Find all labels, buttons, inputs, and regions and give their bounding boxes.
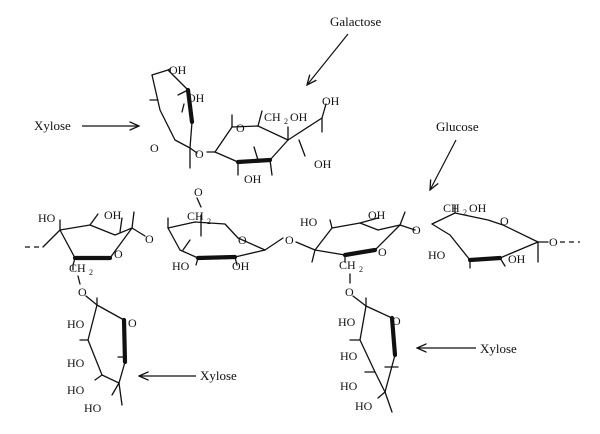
label-xylose-bottom-right: Xylose [480,341,517,356]
glucose-2-ring-oxygen: O [238,233,247,247]
glucose-4-ch2-subscript: 2 [463,208,467,217]
galactose-c4-oh: OH [322,94,340,108]
xylose-top-glycosidic-oxygen: O [195,147,204,161]
label-glucose: Glucose [436,119,479,134]
xylose-top-link-oxygen: O [194,185,203,199]
galactose-ring-oxygen: O [236,121,245,135]
label-xylose-top: Xylose [34,118,71,133]
glucose-1-c3-oh: HO [38,211,56,225]
xylose-bottom-left-ring [79,297,128,406]
xylose-top-ring [149,68,198,169]
xylose-bottom-left-c4-oh: HO [67,383,85,397]
galactose-ch2-group: CH [264,110,281,124]
xylose-top-c4-oh: OH [169,63,187,77]
xylose-top-ring-oxygen: O [150,141,159,155]
glucose-3-c3-oh: HO [300,215,318,229]
backbone-glucose-4 [431,204,580,269]
galactose-c3-oh: OH [314,157,332,171]
xylose-bottom-left-c4b-oh: HO [84,401,102,415]
glucose-1-glycosidic-oxygen: O [145,232,154,246]
glucose-2-ch2: CH [187,209,204,223]
glucose-2-c2-oh: OH [232,259,250,273]
xylose-bottom-right-ring-oxygen: O [392,314,401,328]
label-xylose-bottom-left: Xylose [200,368,237,383]
galactose-ring [206,103,327,176]
glucose-4-c2-oh: OH [508,252,526,266]
glucose-1-ch2: CH [69,261,86,275]
glucose-1-link-oxygen: O [78,285,87,299]
xylose-bottom-left-ring-oxygen: O [128,316,137,330]
xylose-bottom-right-c4-oh: HO [340,379,358,393]
glucose-3-glycosidic-oxygen: O [412,223,421,237]
backbone-glucose-3 [295,211,416,263]
glucose-1-ring-oxygen: O [114,247,123,261]
glucose-3-ch2-subscript: 2 [359,265,363,274]
xylose-bottom-left-c2-oh: HO [67,317,85,331]
glucose-4-ch2oh-oh: OH [469,201,487,215]
xylose-bottom-right-ring [349,297,399,413]
arrow-glucose [430,139,457,190]
glucose-4-c3-oh: HO [428,248,446,262]
arrow-galactose [307,33,349,85]
galactose-ch2oh-oh: OH [290,110,308,124]
xylose-bottom-right-c3-oh: HO [340,349,358,363]
backbone-glucose-1 [25,211,146,266]
glucose-1-c2-oh: OH [104,208,122,222]
xylose-bottom-right-c2-oh: HO [338,315,356,329]
glucose-3-ring-oxygen: O [378,245,387,259]
glucose-3-link-oxygen: O [345,285,354,299]
glucose-2-ch2-subscript: 2 [207,217,211,226]
xylose-bottom-right-c4b-oh: HO [355,399,373,413]
glucose-3-ch2: CH [339,258,356,272]
backbone-glucose-2 [167,214,284,266]
galactose-ch2-subscript: 2 [284,117,288,126]
xylose-top-c3-oh: OH [187,91,205,105]
galactose-c2-oh: OH [244,172,262,186]
glucose-4-ch2: CH [443,201,460,215]
label-galactose: Galactose [330,14,381,29]
glucose-1-ch2-subscript: 2 [89,268,93,277]
xylose-bottom-left-c3-oh: HO [67,356,85,370]
glucose-4-ring-oxygen: O [500,214,509,228]
glucose-2-c3-oh: HO [172,259,190,273]
glucose-2-glycosidic-oxygen: O [285,233,294,247]
glucose-4-terminal-oxygen: O [549,235,558,249]
glucose-3-c2-oh: OH [368,208,386,222]
